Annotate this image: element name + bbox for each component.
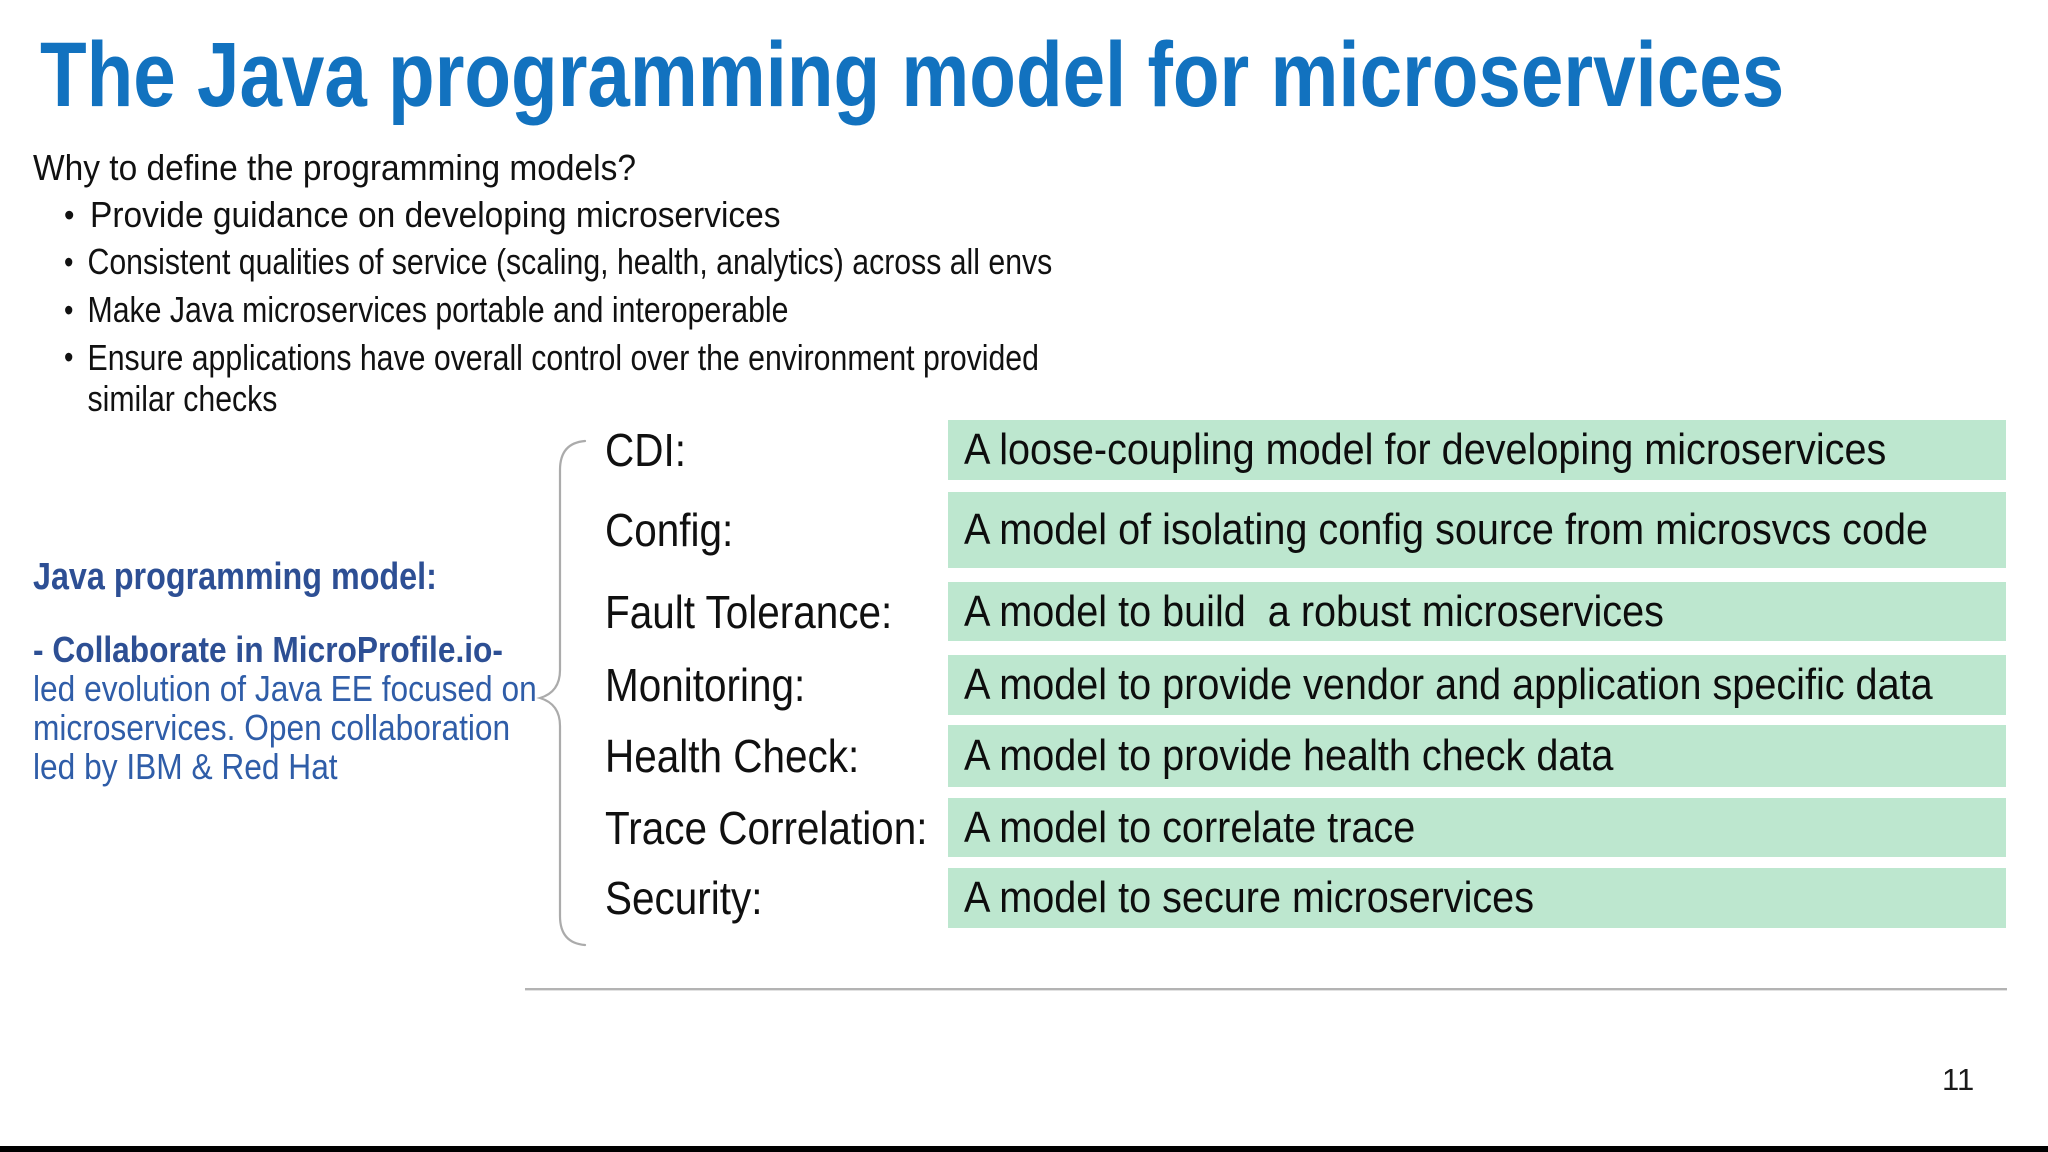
model-row-label: CDI:: [605, 424, 686, 476]
sidebar-body-line: led evolution of Java EE focused on: [33, 668, 537, 709]
bullet-item: Consistent qualities of service (scaling…: [64, 241, 1173, 283]
bullet-item: Make Java microservices portable and int…: [64, 289, 1173, 331]
model-row-description-box: A model to provide vendor and applicatio…: [948, 655, 2006, 715]
model-row-description: A model to secure microservices: [964, 873, 1535, 922]
footer-divider-line: [525, 988, 2007, 991]
model-row-description: A model to build a robust microservices: [964, 586, 1664, 636]
intro-question: Why to define the programming models?: [33, 147, 636, 188]
model-row-description-box: A model of isolating config source from …: [948, 492, 2006, 568]
model-row-description-box: A model to provide health check data: [948, 725, 2006, 787]
sidebar-emphasis-line: - Collaborate in MicroProfile.io-: [33, 629, 503, 670]
slide-title: The Java programming model for microserv…: [40, 24, 1785, 126]
model-row-description: A loose-coupling model for developing mi…: [964, 425, 1887, 474]
model-row-description: A model to correlate trace: [964, 802, 1416, 852]
model-row-label: Config:: [605, 504, 734, 556]
model-row: Fault Tolerance: A model to build a robu…: [0, 582, 2048, 641]
model-row: Security: A model to secure microservice…: [0, 868, 2048, 928]
model-row: Health Check: A model to provide health …: [0, 725, 2048, 787]
page-number: 11: [1942, 1062, 1975, 1097]
model-row-description: A model of isolating config source from …: [964, 505, 1929, 554]
model-row: Trace Correlation: A model to correlate …: [0, 798, 2048, 857]
sidebar-body-line: led by IBM & Red Hat: [33, 746, 338, 787]
model-row-description-box: A loose-coupling model for developing mi…: [948, 420, 2006, 480]
bullet-item: Ensure applications have overall control…: [64, 337, 1173, 419]
curly-brace-shape: [536, 439, 587, 947]
model-row-description-box: A model to build a robust microservices: [948, 582, 2006, 641]
sidebar-heading: Java programming model:: [33, 556, 437, 598]
model-row: CDI: A loose-coupling model for developi…: [0, 420, 2048, 480]
model-row-description: A model to provide vendor and applicatio…: [964, 660, 1933, 709]
model-row-label: Health Check:: [605, 730, 860, 782]
bullet-item: Provide guidance on developing microserv…: [64, 194, 1292, 236]
model-row-label: Fault Tolerance:: [605, 585, 893, 638]
model-row-label: Monitoring:: [605, 659, 806, 711]
bullet-list: Provide guidance on developing microserv…: [64, 194, 1384, 419]
sidebar-paragraph: - Collaborate in MicroProfile.io- led ev…: [33, 630, 537, 786]
model-row-label: Security:: [605, 872, 763, 924]
bottom-edge-bar: [0, 1146, 2048, 1152]
model-row-description: A model to provide health check data: [964, 731, 1614, 780]
model-row-description-box: A model to secure microservices: [948, 868, 2006, 928]
sidebar-body-line: microservices. Open collaboration: [33, 707, 511, 748]
model-row: Monitoring: A model to provide vendor an…: [0, 655, 2048, 715]
model-row-label: Trace Correlation:: [605, 801, 928, 854]
model-row: Config: A model of isolating config sour…: [0, 492, 2048, 568]
model-row-description-box: A model to correlate trace: [948, 798, 2006, 857]
